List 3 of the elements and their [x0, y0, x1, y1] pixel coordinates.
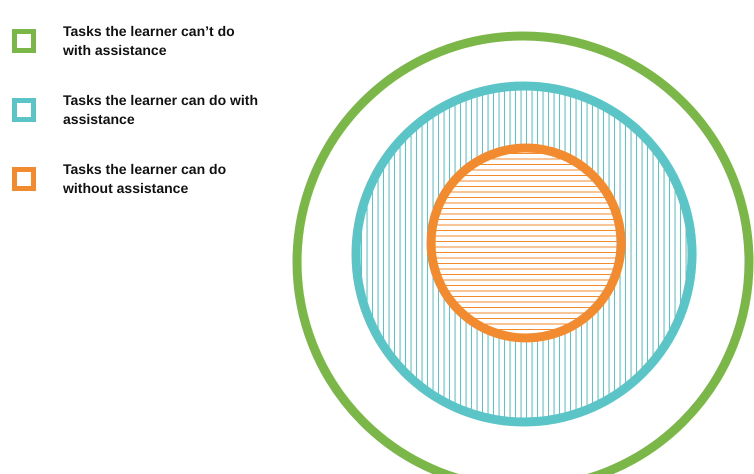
legend-text: Tasks the learner can’t do with assistance [63, 22, 236, 60]
legend-text: Tasks the learner can do with assistance [63, 91, 260, 129]
legend-text: Tasks the learner can do without assistance [63, 160, 228, 198]
